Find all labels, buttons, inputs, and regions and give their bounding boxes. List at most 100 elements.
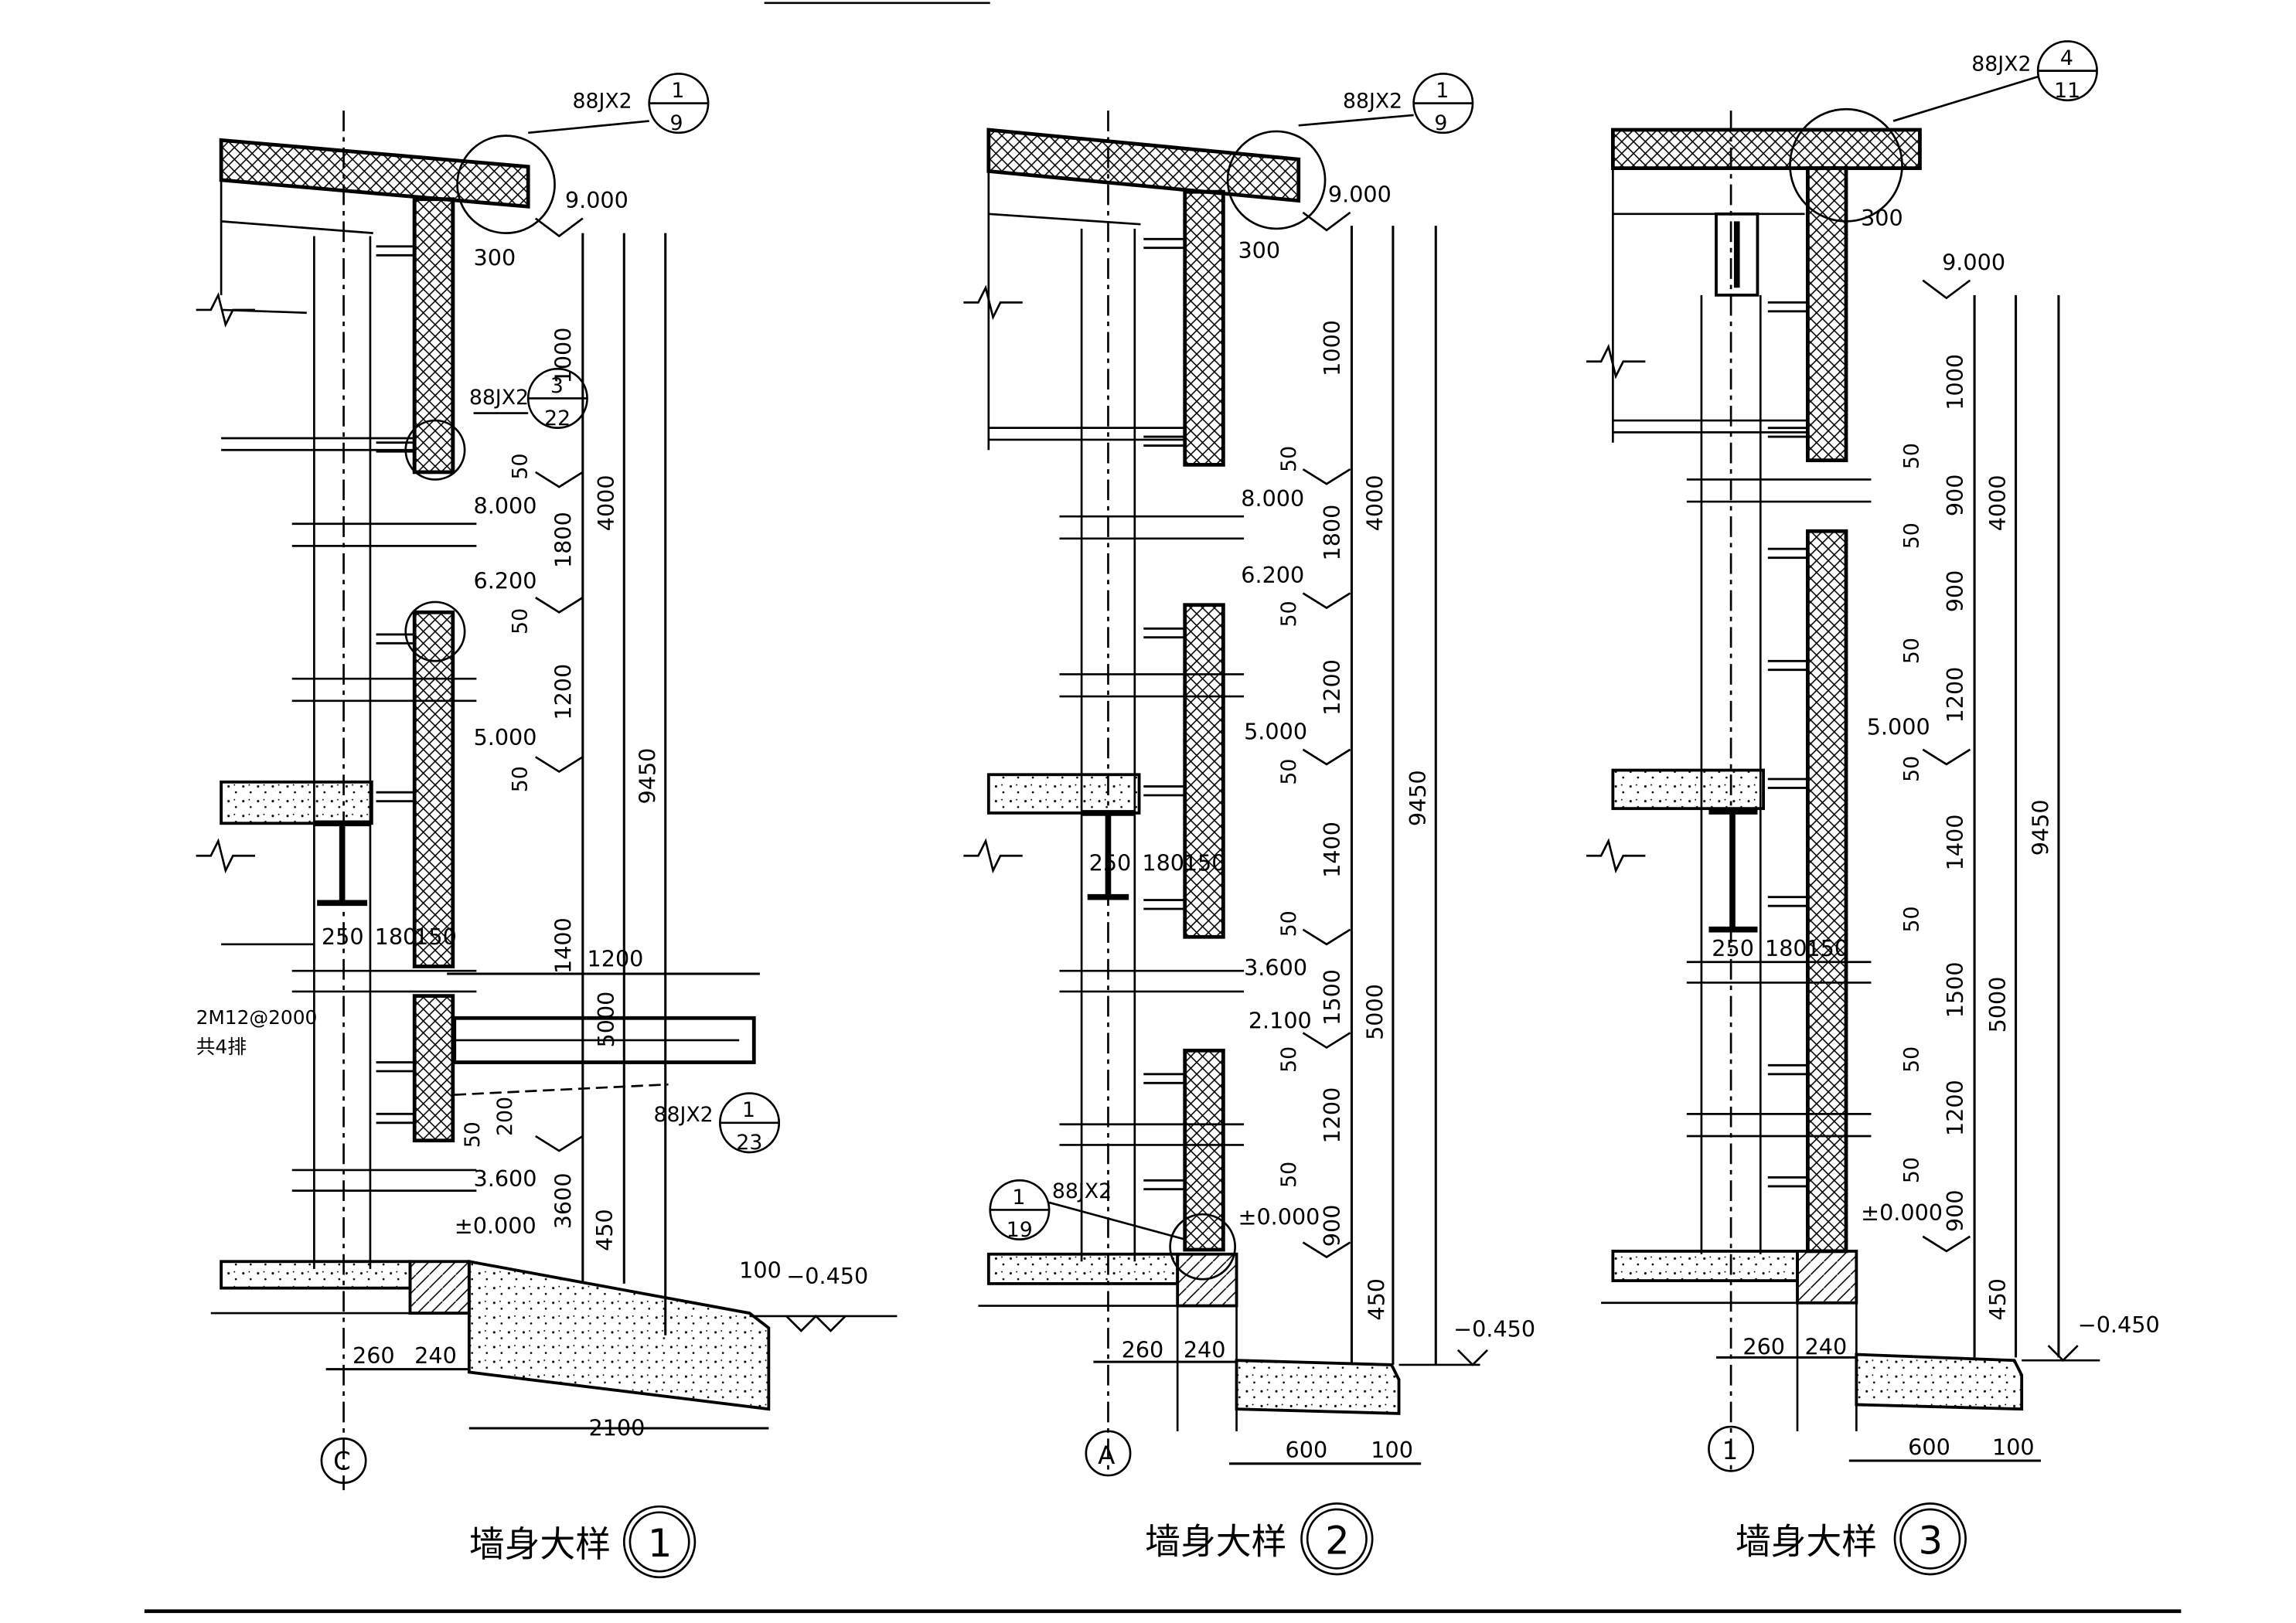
dim-label: 1200 xyxy=(588,945,644,971)
ref-num: 1 xyxy=(1012,1186,1025,1210)
dim-label: 300 xyxy=(1861,205,1903,231)
detail-3-labels: 88JX2 4 11 9.000 5.000 ±0.000 −0.450 300… xyxy=(1712,46,2159,1563)
level-label: ±0.000 xyxy=(1861,1199,1943,1226)
detail-title: 墙身大样 xyxy=(469,1523,611,1565)
detail-2-labels: 88JX2 1 9 88JX2 1 19 9.000 8.000 6.200 5… xyxy=(1007,79,1535,1563)
dim-label: 1200 xyxy=(1942,667,1968,723)
wall-panel-middle xyxy=(1183,603,1225,939)
wall-detail-3 xyxy=(1586,40,2100,1576)
dim-label: 250 xyxy=(1712,935,1754,961)
level-label: 5.000 xyxy=(474,724,537,750)
ref-den: 22 xyxy=(544,407,571,430)
dim-label: 240 xyxy=(1184,1336,1226,1363)
footing xyxy=(408,1260,471,1315)
level-label: 2.100 xyxy=(1248,1008,1312,1034)
canopy-ref-code: 88JX2 xyxy=(653,1103,713,1127)
dim-label: 9450 xyxy=(2028,799,2054,856)
dim-label: 260 xyxy=(1742,1334,1785,1360)
dim-label: 3600 xyxy=(550,1172,577,1229)
dim-label: 300 xyxy=(1238,237,1280,264)
anchor-note: 2M12@2000 xyxy=(196,1006,318,1029)
dim-label: 50 xyxy=(1277,446,1301,472)
dim-label: 50 xyxy=(1900,907,1924,933)
axis-bubble: A xyxy=(1098,1441,1115,1470)
dim-label: 1000 xyxy=(1942,354,1968,410)
apron xyxy=(1235,1359,1401,1415)
dim-label: 4000 xyxy=(1984,475,2011,531)
dim-label: 5000 xyxy=(1984,977,2011,1033)
level-label: 8.000 xyxy=(1241,485,1304,512)
dim-label: 1800 xyxy=(1319,505,1345,561)
dim-label: 150 xyxy=(1184,849,1226,876)
apron xyxy=(1855,1352,2024,1411)
dim-label: 1400 xyxy=(1319,822,1345,878)
dim-label: 50 xyxy=(1900,1157,1924,1183)
level-label: 5.000 xyxy=(1244,718,1307,744)
dim-label: 260 xyxy=(353,1342,395,1369)
detail-title: 墙身大样 xyxy=(1736,1520,1877,1562)
detail-number: 3 xyxy=(1919,1518,1943,1563)
dim-label: 50 xyxy=(1277,1046,1301,1073)
dim-label: 260 xyxy=(1122,1336,1164,1363)
ref-num: 3 xyxy=(550,374,564,398)
dim-label: 50 xyxy=(1900,522,1924,549)
dim-label: 200 xyxy=(493,1097,517,1136)
dim-label: 5000 xyxy=(593,992,619,1048)
dim-label: 150 xyxy=(414,924,457,950)
dim-label: 180 xyxy=(1142,849,1184,876)
dim-label: 900 xyxy=(1319,1205,1345,1247)
dim-label: 450 xyxy=(591,1209,618,1251)
dim-label: 600 xyxy=(1286,1437,1328,1463)
ref-num: 4 xyxy=(2060,46,2073,70)
level-label: −0.450 xyxy=(1453,1316,1535,1342)
dim-label: 50 xyxy=(1277,910,1301,937)
dim-label: 100 xyxy=(1992,1434,2035,1460)
level-label: 5.000 xyxy=(1867,714,1930,740)
wall-detail-1 xyxy=(196,73,898,1579)
dim-label: 50 xyxy=(1900,443,1924,469)
dim-label: 300 xyxy=(474,245,516,271)
dim-label: 600 xyxy=(1908,1434,1950,1460)
dim-label: 900 xyxy=(1942,475,1968,517)
level-label: 9.000 xyxy=(1942,249,2005,275)
mid-ref-code: 88JX2 xyxy=(469,386,529,410)
dim-label: 180 xyxy=(375,924,417,950)
wall-panel-upper xyxy=(412,197,455,475)
dim-label: 4000 xyxy=(1362,475,1388,531)
dim-label: 900 xyxy=(1942,570,1968,613)
dim-label: 1200 xyxy=(1319,1087,1345,1144)
floor-slab xyxy=(220,780,373,825)
dim-label: 1500 xyxy=(1319,969,1345,1026)
footing xyxy=(1796,1250,1858,1305)
dim-label: 50 xyxy=(1900,1046,1924,1073)
dim-label: 9450 xyxy=(634,748,660,805)
wall-panel-upper xyxy=(1183,189,1225,467)
roof-ref-code: 88JX2 xyxy=(572,89,632,113)
roof-ref-code: 88JX2 xyxy=(1343,89,1402,113)
detail-1-labels: 88JX2 1 9 88JX2 3 22 88JX2 1 23 2M12@200… xyxy=(196,79,869,1566)
ref-num: 1 xyxy=(671,79,684,103)
wall-detail-2 xyxy=(963,73,1489,1576)
dim-label: 180 xyxy=(1765,935,1807,961)
detail-title: 墙身大样 xyxy=(1145,1520,1286,1562)
level-label: 9.000 xyxy=(1328,182,1392,208)
level-label: −0.450 xyxy=(2078,1312,2160,1338)
ground-slab xyxy=(986,1252,1180,1285)
beam-section xyxy=(1715,212,1759,297)
level-label: 3.600 xyxy=(474,1165,537,1192)
level-label: −0.450 xyxy=(786,1263,868,1289)
dim-label: 250 xyxy=(1089,849,1132,876)
base-ref-code: 88JX2 xyxy=(1052,1179,1112,1203)
roof-ref-code: 88JX2 xyxy=(1971,53,2031,77)
ramp xyxy=(467,1259,771,1411)
level-label: ±0.000 xyxy=(1238,1204,1320,1230)
detail-number: 1 xyxy=(648,1521,673,1566)
dim-label: 450 xyxy=(1984,1278,2011,1321)
ref-den: 19 xyxy=(1007,1218,1033,1242)
dim-label: 50 xyxy=(1900,638,1924,664)
ref-num: 1 xyxy=(742,1098,755,1122)
ref-den: 23 xyxy=(736,1131,762,1155)
dim-label: 50 xyxy=(1900,756,1924,782)
wall-panel-middle xyxy=(412,610,455,968)
